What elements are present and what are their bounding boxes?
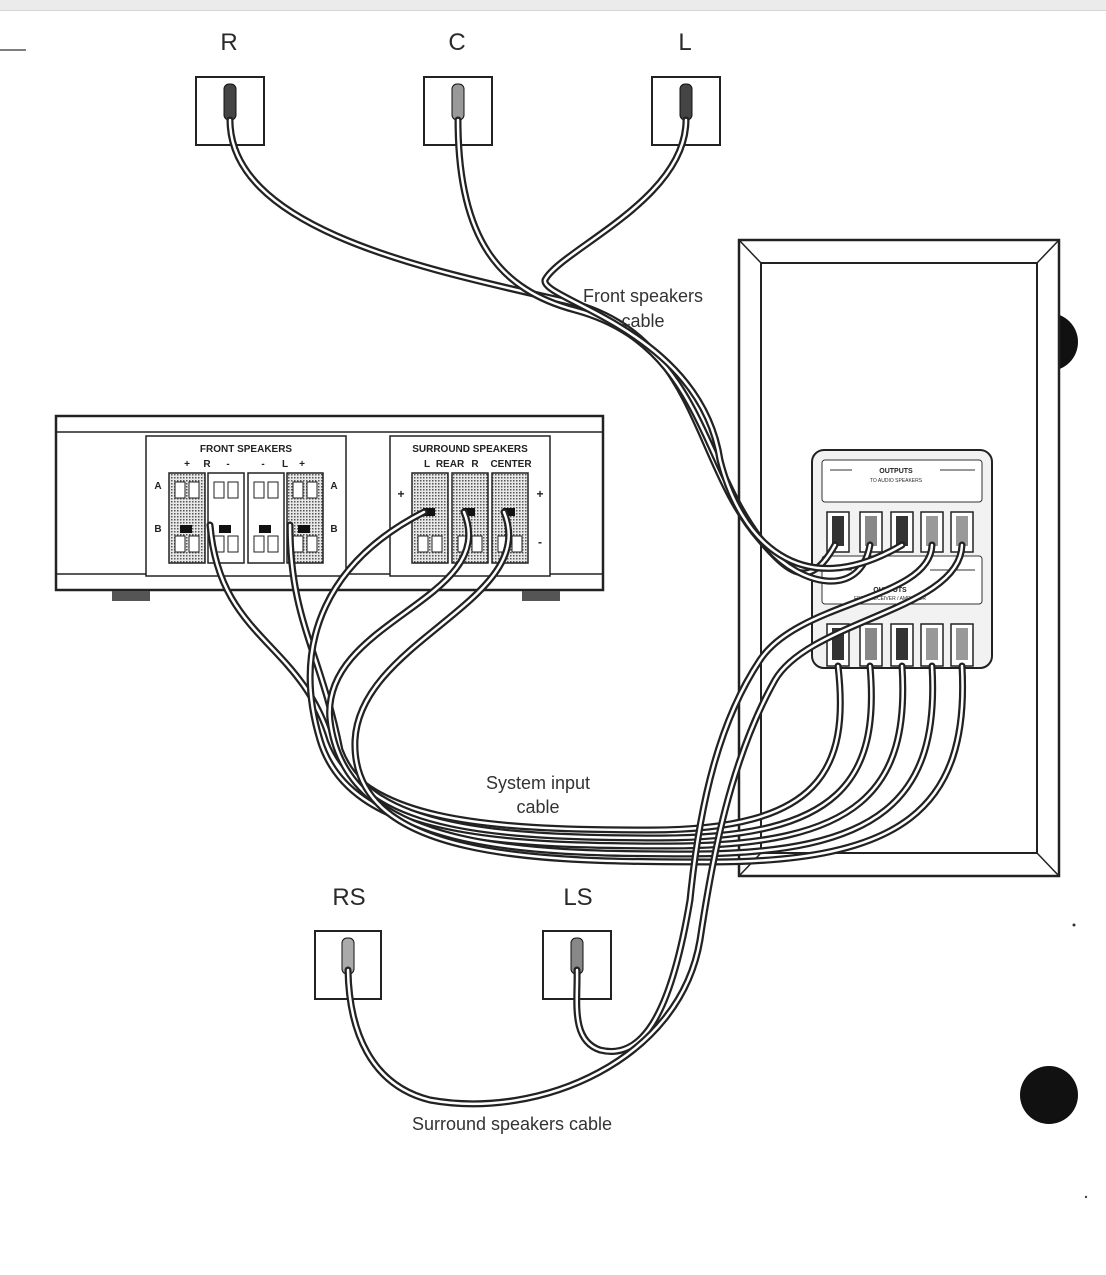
surround-l-label: L bbox=[424, 459, 430, 470]
surround-minus-label: - bbox=[538, 535, 542, 549]
front-terminal-r-plus bbox=[168, 472, 206, 564]
speaker-label-front-left: L bbox=[678, 29, 691, 56]
front-cable-caption-line1: Front speakers bbox=[583, 286, 703, 306]
receiver-foot bbox=[112, 591, 150, 601]
subwoofer-input-terminals bbox=[826, 623, 974, 667]
surround-r-label: R bbox=[471, 459, 479, 470]
surround-plus-label: + bbox=[536, 487, 543, 501]
front-speakers-cable bbox=[226, 116, 906, 585]
surround-speakers-title: SURROUND SPEAKERS bbox=[412, 444, 528, 455]
front-plus-label: + bbox=[184, 459, 190, 470]
cables bbox=[206, 116, 967, 1108]
subwoofer-outputs-label: OUTPUTS bbox=[879, 468, 913, 475]
speaker-label-front-right: R bbox=[220, 29, 237, 56]
binder-hole bbox=[1020, 1066, 1078, 1124]
surround-terminal-r bbox=[451, 472, 489, 564]
front-speakers-panel: FRONT SPEAKERS + R - - L + A B A B bbox=[145, 435, 347, 577]
page-speck bbox=[1072, 923, 1076, 927]
speaker-label-rear-right: RS bbox=[332, 884, 365, 911]
row-b-label: B bbox=[154, 524, 161, 535]
row-b-label: B bbox=[330, 524, 337, 535]
system-cable-caption-line1: System input bbox=[486, 773, 590, 793]
speaker-label-center: C bbox=[448, 29, 465, 56]
front-plus-label: + bbox=[299, 459, 305, 470]
page-speck bbox=[1084, 1195, 1088, 1199]
receiver-foot bbox=[522, 591, 560, 601]
row-a-label: A bbox=[330, 481, 337, 492]
front-speakers-title: FRONT SPEAKERS bbox=[200, 444, 293, 455]
surround-rear-label: REAR bbox=[436, 459, 465, 470]
speaker-label-rear-left: LS bbox=[563, 884, 592, 911]
speaker-plate-center bbox=[423, 76, 493, 146]
surround-center-label: CENTER bbox=[490, 459, 532, 470]
front-minus-label: - bbox=[261, 459, 264, 470]
front-r-label: R bbox=[203, 459, 211, 470]
system-cable-caption-line2: cable bbox=[516, 797, 559, 817]
front-minus-label: - bbox=[226, 459, 229, 470]
system-input-cable bbox=[206, 508, 967, 866]
viewer-top-bar bbox=[0, 0, 1106, 11]
subwoofer-outputs-sublabel: TO AUDIO SPEAKERS bbox=[870, 478, 923, 484]
surround-plus-label: + bbox=[397, 487, 404, 501]
row-a-label: A bbox=[154, 481, 161, 492]
front-terminal-l-minus bbox=[247, 472, 285, 564]
front-l-label: L bbox=[282, 459, 288, 470]
surround-speakers-cable bbox=[344, 541, 966, 1108]
surround-speakers-panel: SURROUND SPEAKERS L REAR R CENTER + + - bbox=[389, 435, 551, 577]
subwoofer-inputs-sublabel: FROM RECEIVER / AMPLIFIER bbox=[854, 596, 926, 602]
front-cable-caption-line2: cable bbox=[621, 311, 664, 331]
surround-cable-caption: Surround speakers cable bbox=[412, 1114, 612, 1134]
